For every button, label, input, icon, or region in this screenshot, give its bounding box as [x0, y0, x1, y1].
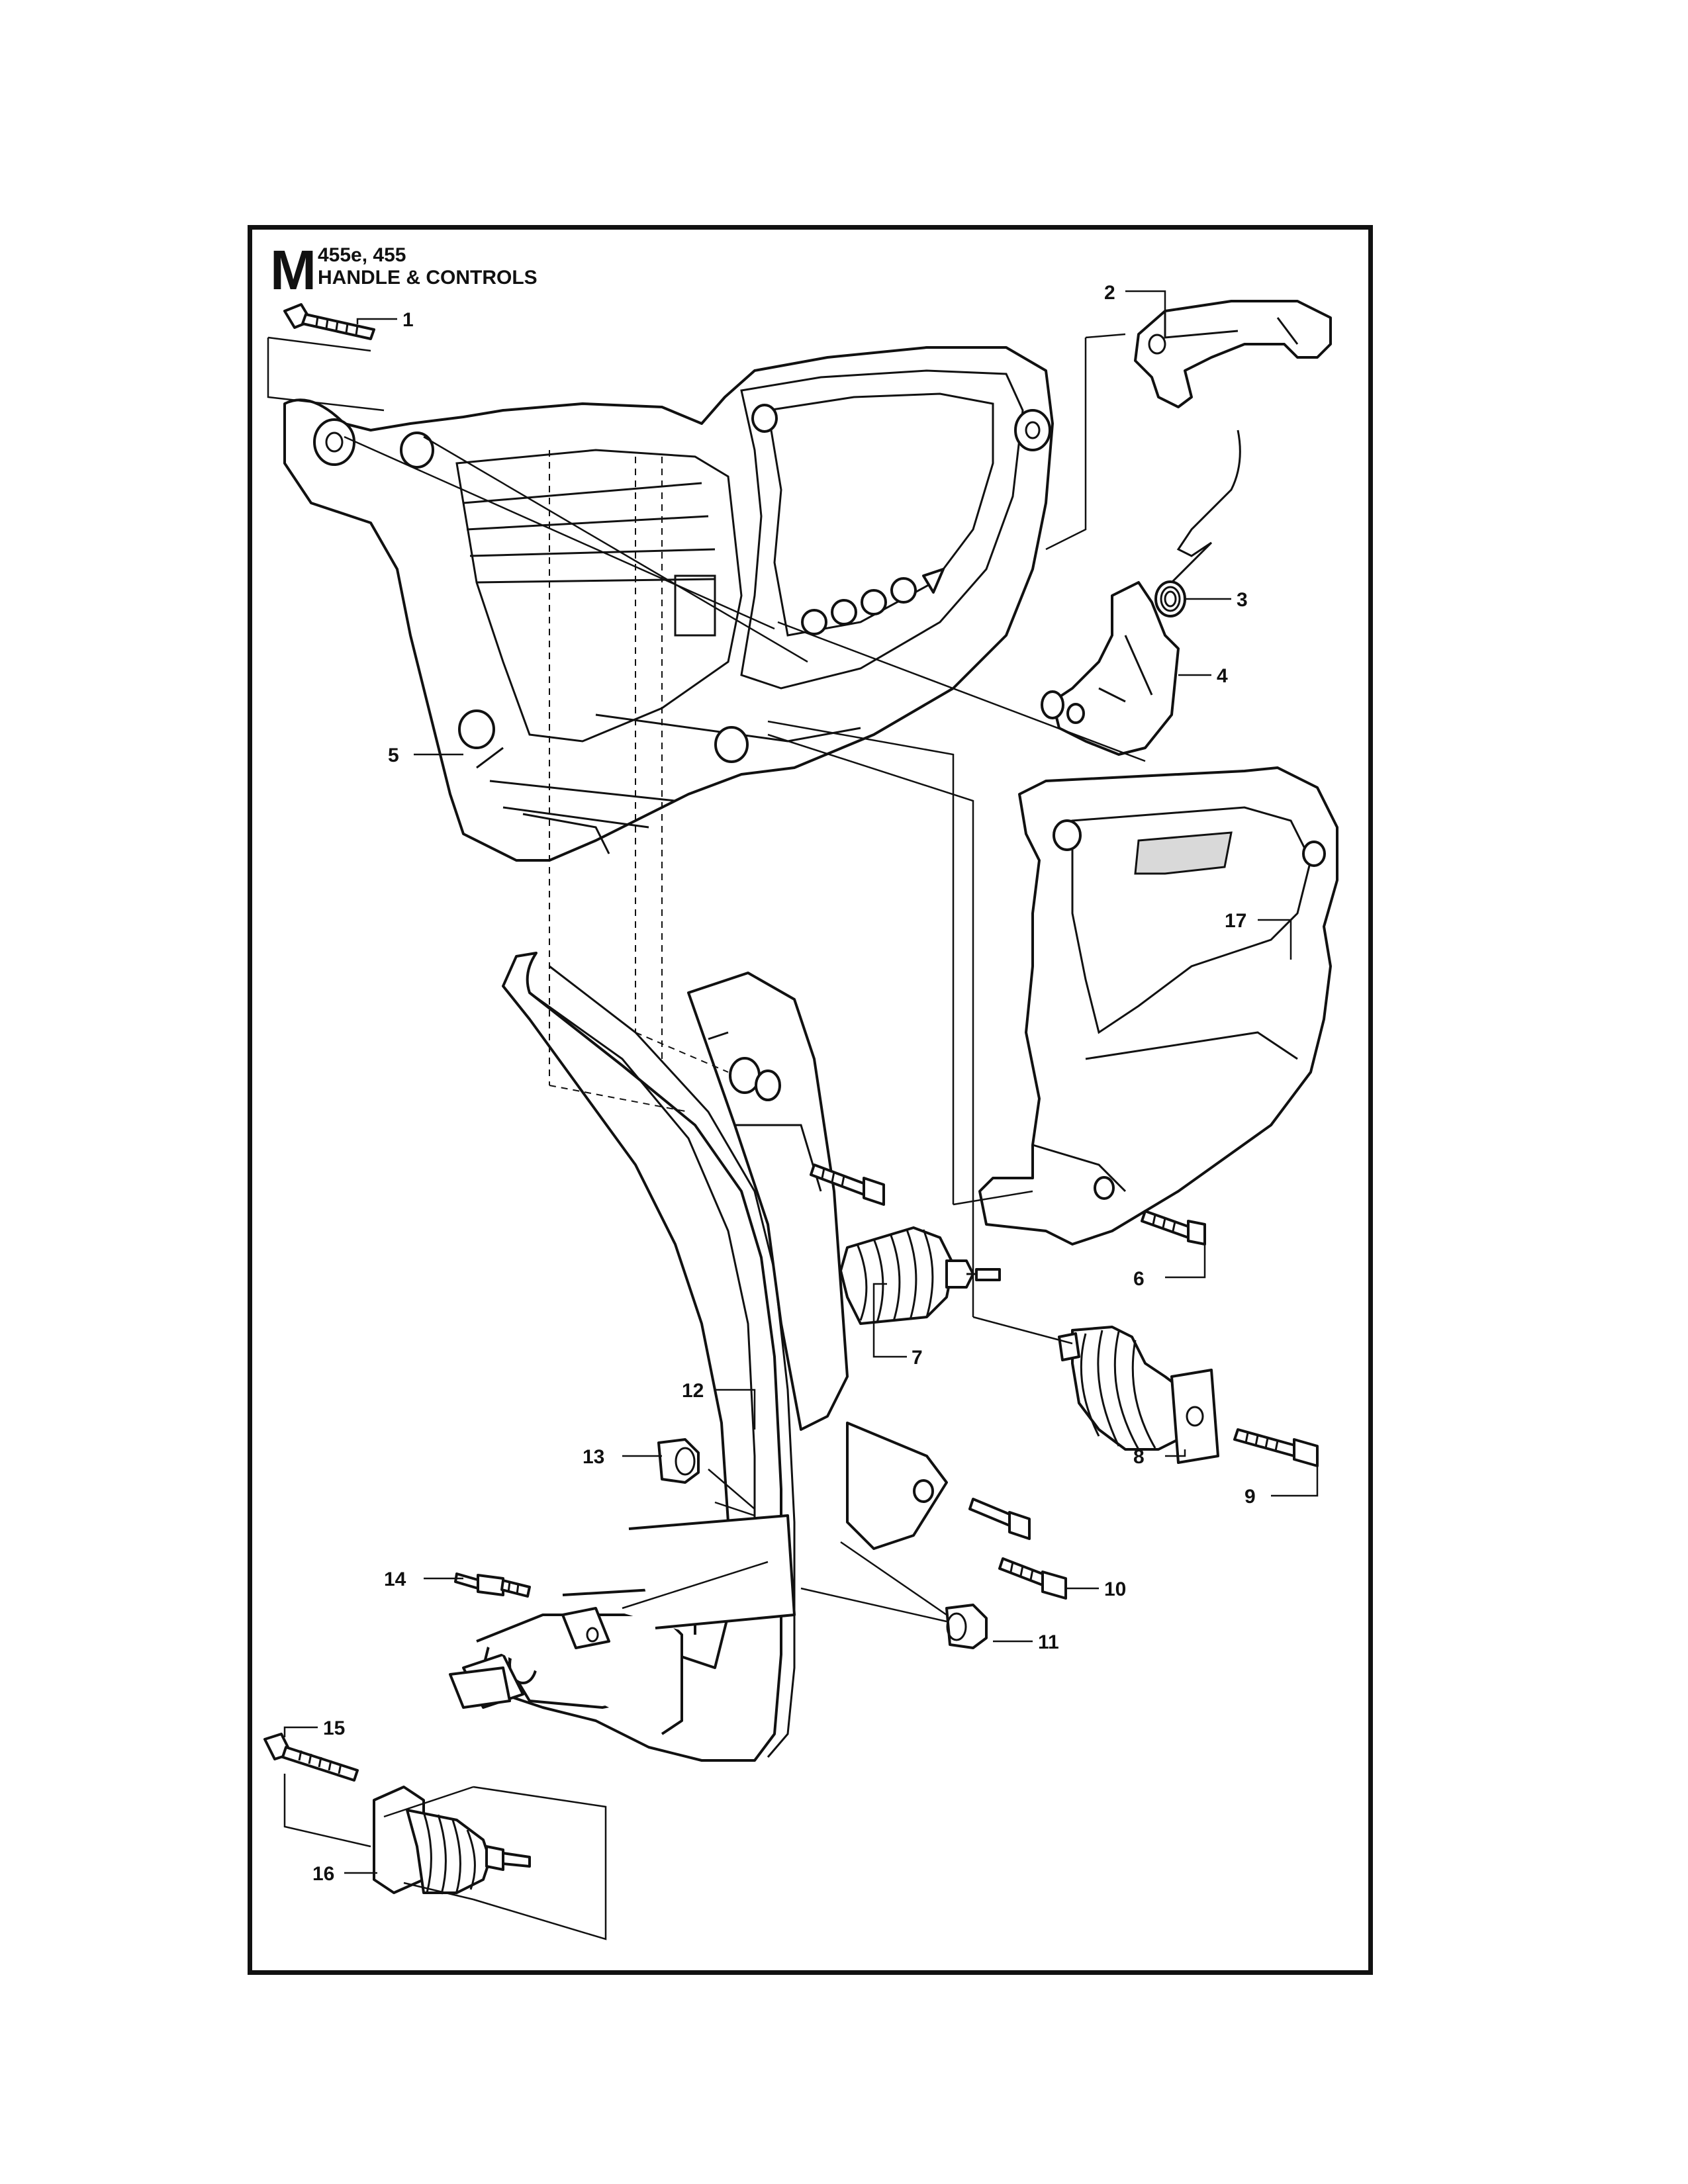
rear-handle-housing: [283, 346, 1054, 862]
throttle-lockout: [1041, 581, 1180, 756]
assembly-lines: [267, 333, 1146, 1940]
diagram-frame: [248, 225, 1373, 1975]
callout-17: 17: [1225, 910, 1246, 932]
bolt-15: [263, 1733, 359, 1782]
bushing-13: [657, 1438, 700, 1484]
callout-6: 6: [1133, 1268, 1145, 1290]
bushing-11: [945, 1604, 988, 1649]
callout-15: 15: [323, 1717, 345, 1739]
callout-9: 9: [1244, 1486, 1256, 1508]
callout-13: 13: [583, 1446, 604, 1468]
throttle-trigger: [1134, 300, 1332, 408]
callout-1: 1: [402, 309, 414, 331]
handlebar-av-spring: [373, 1786, 531, 1895]
front-handlebar: [449, 952, 948, 1762]
callout-14: 14: [384, 1569, 406, 1590]
callout-16: 16: [312, 1863, 334, 1885]
callout-8: 8: [1133, 1446, 1145, 1468]
callout-2: 2: [1104, 282, 1115, 304]
trigger-spring: [1154, 430, 1241, 617]
bolt-handlebar-upper: [810, 1163, 885, 1206]
stud-14: [454, 1572, 610, 1649]
callout-leaders: [283, 290, 1319, 1874]
bolt-6: [1141, 1210, 1206, 1246]
rear-av-spring: [1058, 1326, 1219, 1464]
callout-10: 10: [1104, 1578, 1126, 1600]
front-av-spring: [839, 1226, 1001, 1325]
callout-11: 11: [1038, 1631, 1059, 1653]
callout-4: 4: [1217, 665, 1228, 687]
model-numbers: 455e, 455: [318, 244, 406, 266]
callout-3: 3: [1237, 589, 1248, 611]
callout-12: 12: [682, 1380, 704, 1402]
bolt-1: [283, 303, 375, 340]
callout-labels: 1 2 3 4 5 6 7 8 9 10 11 12 13 14 15 16 1…: [312, 282, 1256, 1885]
page-title: HANDLE & CONTROLS: [318, 267, 538, 289]
bolt-9: [1233, 1428, 1319, 1467]
callout-7: 7: [912, 1347, 923, 1369]
callout-5: 5: [388, 745, 399, 766]
bolt-10: [998, 1557, 1067, 1600]
handle-cover: [978, 766, 1338, 1246]
bolt-handlebar-lower-a: [968, 1498, 1031, 1540]
alignment-lines: [549, 450, 729, 1113]
section-letter: M: [270, 239, 316, 301]
